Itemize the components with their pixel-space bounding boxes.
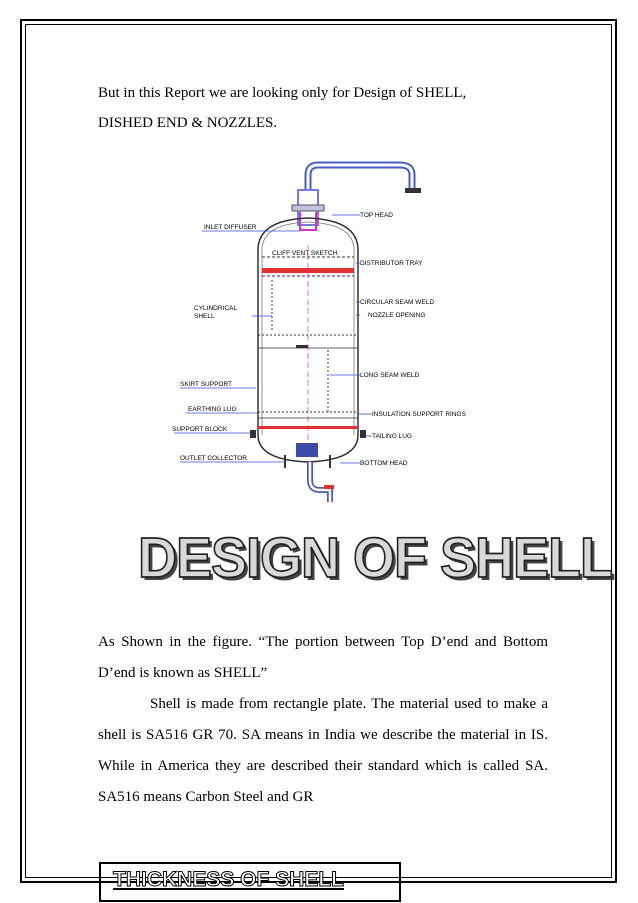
label-circular-seam-weld: CIRCULAR SEAM WELD: [360, 299, 434, 306]
label-cylindrical-shell-1: CYLINDRICAL: [194, 305, 237, 312]
intro-line-1: But in this Report we are looking only f…: [98, 85, 467, 101]
label-distributor-tray: DISTRIBUTOR TRAY: [360, 260, 423, 267]
label-bottom-head: BOTTOM HEAD: [360, 460, 408, 467]
label-top-head: TOP HEAD: [360, 212, 393, 219]
intro-line-2: DISHED END & NOZZLES.: [98, 115, 278, 131]
body-paragraph-2: Shell is made from rectangle plate. The …: [98, 696, 548, 805]
label-nozzle-opening: NOZZLE OPENING: [368, 312, 425, 319]
pressure-vessel-diagram: TOP HEAD INLET DIFFUSER CLIFF VENT SKETC…: [160, 150, 480, 505]
thickness-heading: THICKNESS OF SHELL: [112, 868, 345, 892]
label-insulation-support-rings: INSULATION SUPPORT RINGS: [372, 411, 467, 418]
label-support-block: SUPPORT BLOCK: [172, 426, 228, 433]
label-long-seam-weld: LONG SEAM WELD: [360, 372, 420, 379]
label-inlet-diffuser: INLET DIFFUSER: [204, 224, 257, 231]
label-tailing-lug: TAILING LUG: [372, 433, 412, 440]
body-text: As Shown in the figure. “The portion bet…: [98, 627, 548, 813]
label-outlet-collector: OUTLET COLLECTOR: [180, 455, 247, 462]
intro-paragraph: But in this Report we are looking only f…: [98, 78, 548, 138]
label-skirt-support: SKIRT SUPPORT: [180, 381, 232, 388]
body-paragraph-1: As Shown in the figure. “The portion bet…: [98, 634, 548, 681]
page-border-inner: [25, 24, 612, 878]
label-earthing-lug: EARTHING LUG: [188, 406, 237, 413]
section-title: DESIGN OF SHELL: [137, 526, 614, 591]
heading-box: [99, 862, 401, 902]
label-cliff-vent: CLIFF VENT SKETCH: [272, 250, 338, 257]
label-cylindrical-shell-2: SHELL: [194, 313, 215, 320]
page-border-outer: [20, 19, 617, 883]
vessel-drawing: TOP HEAD INLET DIFFUSER CLIFF VENT SKETC…: [172, 161, 467, 502]
